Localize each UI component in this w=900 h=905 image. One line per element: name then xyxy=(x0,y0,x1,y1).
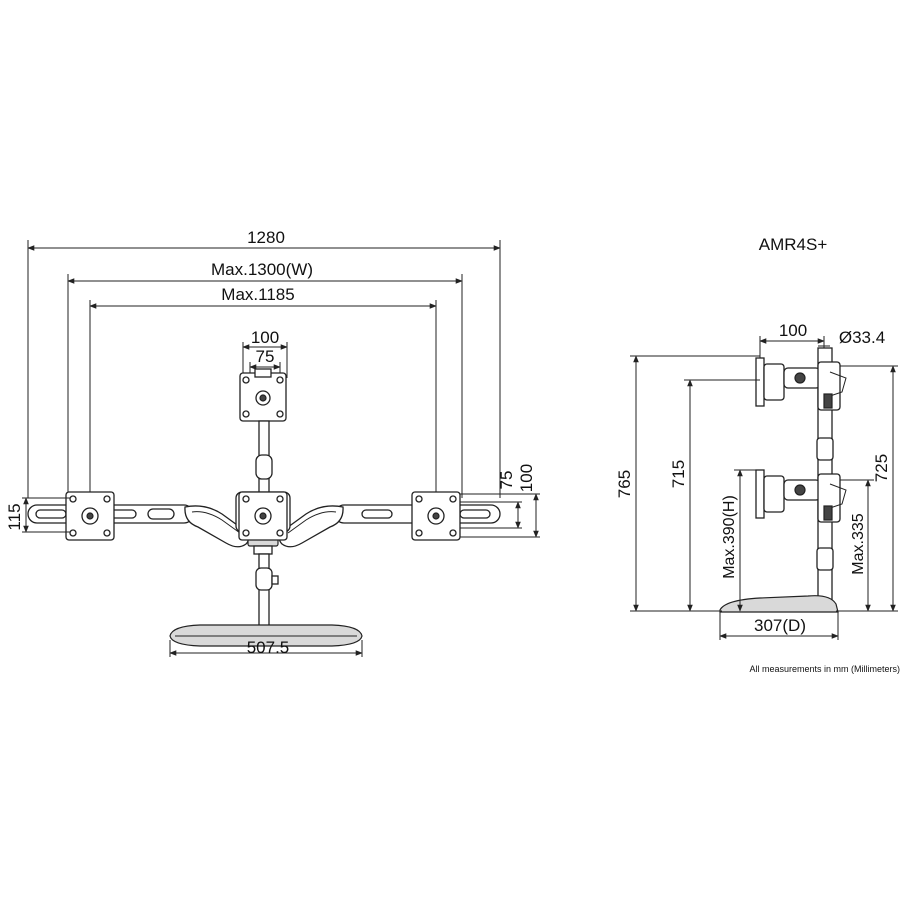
side-vesa-label: 100 xyxy=(779,321,807,340)
dimension-vesa-side: 75 100 xyxy=(460,464,540,538)
right-vesa-plate xyxy=(411,491,461,541)
max-height-label: Max.390(H) xyxy=(721,495,738,579)
right-arm xyxy=(278,504,501,548)
dimension-height-a: 715 xyxy=(669,379,760,612)
overall-width-label: 1280 xyxy=(247,228,285,247)
total-height-label: 765 xyxy=(615,470,634,498)
dimension-max-height: Max.390(H) xyxy=(721,469,760,612)
left-vesa-plate xyxy=(65,491,115,541)
dimension-side-vesa: 100 Ø33.4 xyxy=(759,321,885,360)
lower-mount xyxy=(755,469,847,523)
side-view: AMR4S+ 100 Ø33.4 xyxy=(615,235,900,674)
dimension-base-depth: 307(D) xyxy=(719,612,839,640)
base-width-label: 507.5 xyxy=(247,638,290,657)
upper-pole xyxy=(255,420,273,494)
front-view: 1280 Max.1300(W) Max.1185 100 75 xyxy=(5,228,540,657)
measurement-footnote: All measurements in mm (Millimeters) xyxy=(749,664,900,674)
dimension-overall-width: 1280 xyxy=(27,228,501,498)
left-arm xyxy=(27,504,250,548)
height-b-label: 725 xyxy=(872,454,891,482)
upper-mount xyxy=(755,357,847,411)
model-title: AMR4S+ xyxy=(759,235,828,254)
height-a-label: 715 xyxy=(669,460,688,488)
dimension-vesa-top: 100 75 xyxy=(242,328,288,378)
dimension-arm-height: 115 xyxy=(5,497,70,533)
vesa-side-inner-label: 75 xyxy=(497,471,516,490)
arm-height-label: 115 xyxy=(5,503,24,530)
dimension-max-width: Max.1300(W) xyxy=(67,260,463,498)
top-vesa-plate xyxy=(239,368,287,422)
dimension-max-span: Max.1185 xyxy=(89,285,437,512)
lower-pole xyxy=(255,553,279,631)
dimension-base-width: 507.5 xyxy=(169,638,363,657)
vesa-side-outer-label: 100 xyxy=(517,464,536,492)
max-width-label: Max.1300(W) xyxy=(211,260,313,279)
max-span-label: Max.1185 xyxy=(221,285,294,304)
vesa-outer-label: 100 xyxy=(251,328,279,347)
base-depth-label: 307(D) xyxy=(754,616,806,635)
max-lower-label: Max.335 xyxy=(850,513,867,574)
vesa-inner-label: 75 xyxy=(256,347,275,366)
dimension-max-lower: Max.335 xyxy=(840,479,874,612)
center-vesa-plate xyxy=(238,491,288,541)
dimension-height-b: 725 xyxy=(836,365,898,612)
base xyxy=(169,624,363,647)
pole-diameter-label: Ø33.4 xyxy=(839,328,885,347)
